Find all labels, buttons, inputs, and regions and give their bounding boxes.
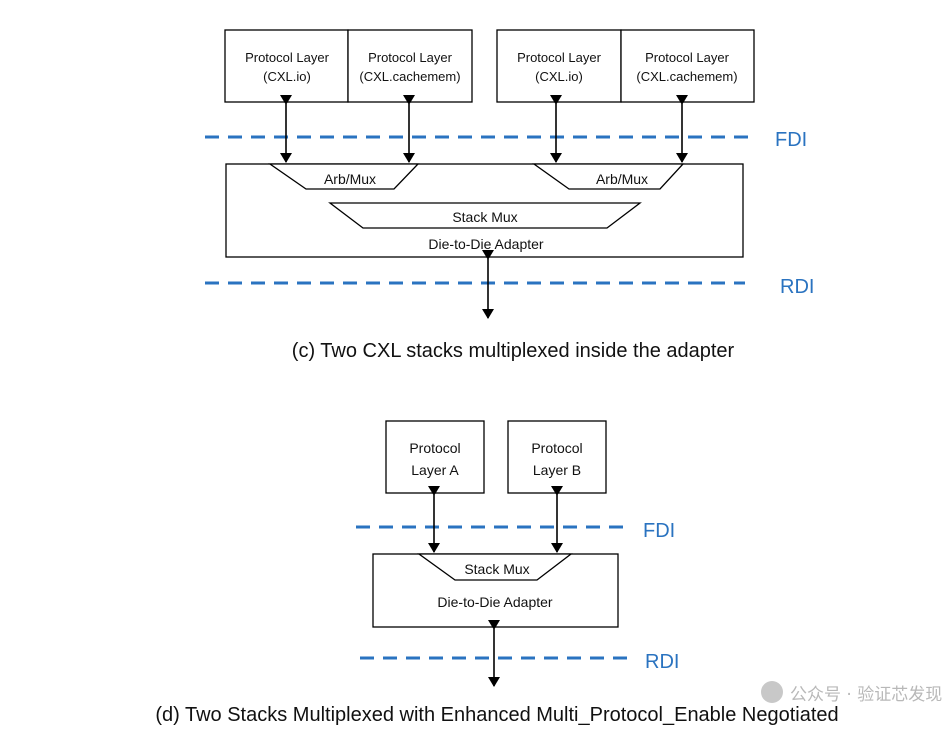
- arb-mux-1: [267, 163, 420, 190]
- fdi-label-c: FDI: [775, 129, 807, 151]
- rdi-label-c: RDI: [780, 276, 814, 298]
- protocol-layer-1-right-line2: (CXL.cachemem): [359, 69, 460, 84]
- protocol-layer-1-left-line2: (CXL.io): [263, 69, 311, 84]
- rdi-label-d: RDI: [645, 651, 679, 673]
- protocol-layer-b-line1: Protocol: [531, 440, 582, 456]
- protocol-layer-cxl-cachemem-2: [620, 29, 755, 103]
- caption-d: (d) Two Stacks Multiplexed with Enhanced…: [155, 704, 838, 726]
- protocol-layer-1-right-line1: Protocol Layer: [368, 50, 452, 65]
- protocol-layer-a: [385, 420, 485, 494]
- caption-c: (c) Two CXL stacks multiplexed inside th…: [292, 340, 735, 362]
- protocol-layer-2-right-line2: (CXL.cachemem): [636, 69, 737, 84]
- arb-mux-2-label: Arb/Mux: [596, 171, 648, 187]
- wechat-icon: [761, 681, 783, 703]
- protocol-layer-2-right-line1: Protocol Layer: [645, 50, 729, 65]
- stack-mux-d-label: Stack Mux: [464, 561, 529, 577]
- stack-mux-c: [328, 202, 642, 229]
- protocol-layer-cxl-io-1: [224, 29, 349, 103]
- diagram-d: Protocol Layer A Protocol Layer B FDI St…: [155, 420, 942, 726]
- adapter-d-label: Die-to-Die Adapter: [437, 594, 553, 610]
- diagram-c: Protocol Layer (CXL.io) Protocol Layer (…: [205, 29, 814, 362]
- fdi-label-d: FDI: [643, 520, 675, 542]
- protocol-layer-b-line2: Layer B: [533, 462, 581, 478]
- adapter-c-label: Die-to-Die Adapter: [428, 236, 544, 252]
- stack-mux-c-label: Stack Mux: [452, 209, 517, 225]
- arb-mux-1-label: Arb/Mux: [324, 171, 376, 187]
- protocol-layer-a-line1: Protocol: [409, 440, 460, 456]
- protocol-layer-2-left-line1: Protocol Layer: [517, 50, 601, 65]
- protocol-layer-cxl-io-2: [496, 29, 622, 103]
- protocol-layer-2-left-line2: (CXL.io): [535, 69, 583, 84]
- arb-mux-2: [531, 163, 685, 190]
- stack-mux-d: [416, 553, 573, 581]
- watermark: 公众号 · 验证芯发现: [790, 685, 942, 705]
- protocol-layer-b: [507, 420, 607, 494]
- protocol-layer-cxl-cachemem-1: [347, 29, 473, 103]
- protocol-layer-1-left-line1: Protocol Layer: [245, 50, 329, 65]
- protocol-layer-a-line2: Layer A: [411, 462, 459, 478]
